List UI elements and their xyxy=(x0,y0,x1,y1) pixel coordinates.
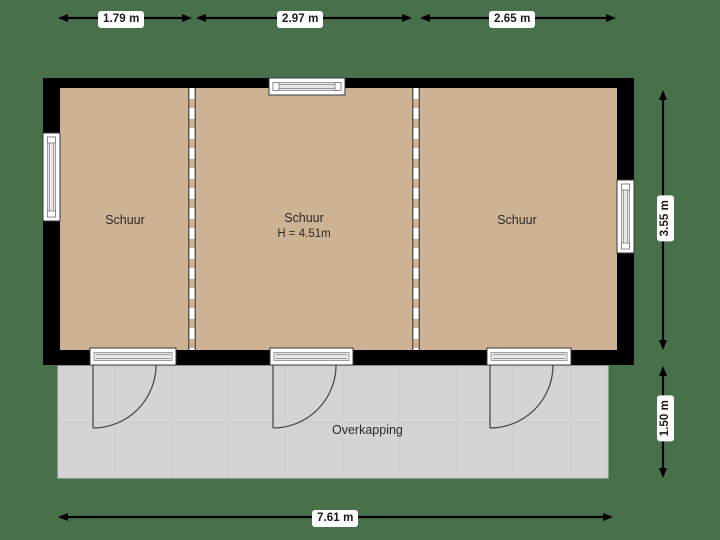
room-name-text: Schuur xyxy=(284,211,324,225)
partition-walls xyxy=(187,88,420,350)
room-label-schuur-1: Schuur xyxy=(85,213,165,228)
dimension-label-top-3: 2.65 m xyxy=(489,11,536,28)
door-room-3 xyxy=(486,347,572,429)
dimension-label-right-2: 1.50 m xyxy=(657,395,674,442)
window-left-wall xyxy=(42,132,61,222)
room-name-text: Schuur xyxy=(497,213,537,227)
room-label-schuur-2: Schuur H = 4.51m xyxy=(264,211,344,242)
dimension-label-top-2: 2.97 m xyxy=(277,11,324,28)
window-right-wall xyxy=(616,179,635,254)
room-label-schuur-3: Schuur xyxy=(477,213,557,228)
door-room-1 xyxy=(89,347,177,429)
room-height-text: H = 4.51m xyxy=(277,228,331,240)
area-label-overkapping: Overkapping xyxy=(332,423,403,437)
dimension-label-bottom: 7.61 m xyxy=(312,510,359,527)
room-name-text: Schuur xyxy=(105,213,145,227)
window-top-wall xyxy=(268,77,346,96)
dimension-label-right-1: 3.55 m xyxy=(657,195,674,242)
door-room-2 xyxy=(269,347,354,429)
dimension-label-top-1: 1.79 m xyxy=(98,11,145,28)
